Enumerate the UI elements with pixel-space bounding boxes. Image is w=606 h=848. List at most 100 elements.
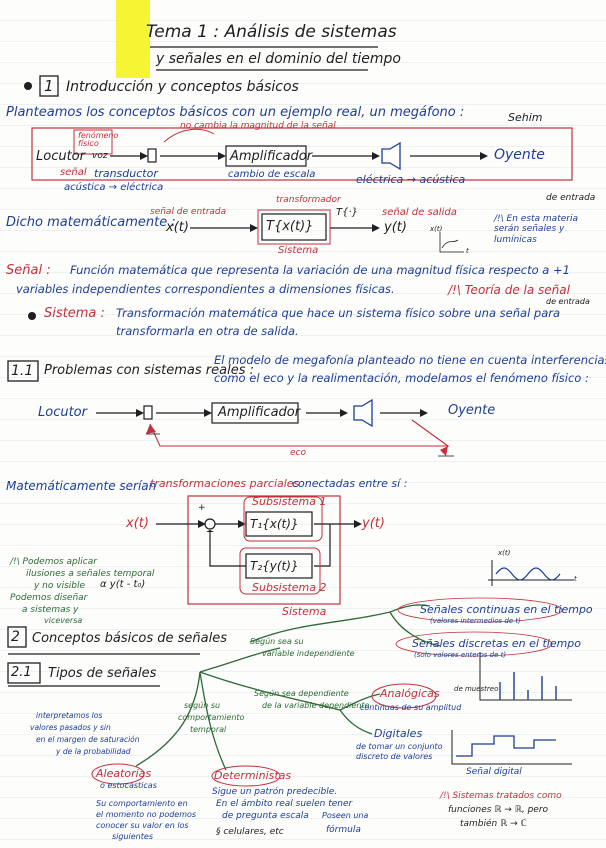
- parallel-y-t: y(t): [362, 517, 385, 530]
- senales-continuas: Señales continuas en el tiempo: [420, 604, 593, 615]
- det-desc-5: fórmula: [326, 826, 361, 835]
- electrica-acustica-label: eléctrica → acústica: [356, 174, 465, 185]
- section-2-number: 2: [11, 630, 20, 644]
- subsistema-1-label: Subsistema 1: [252, 496, 327, 507]
- oyente-label: Oyente: [494, 148, 545, 162]
- transductor-label: transductor: [94, 168, 158, 179]
- def-sistema-text-1: Transformación matemática que hace un si…: [116, 308, 560, 320]
- teoria-senal-note: /!\ Teoría de la señal: [448, 284, 570, 296]
- graph-t-label: t: [574, 576, 577, 583]
- left-note-3: en el margen de saturación: [36, 736, 140, 744]
- bullet-dot: [24, 82, 32, 90]
- y-t-output: y(t): [384, 221, 407, 234]
- section-2-1-number: 2.1: [11, 666, 32, 679]
- cambio-escala-label: cambio de escala: [228, 170, 315, 180]
- transform-box: T{x(t)}: [266, 220, 313, 233]
- margin-note-1: /!\ Podemos aplicar: [10, 558, 97, 567]
- graph-x-t-label: x(t): [498, 550, 510, 557]
- margin-note-7: viceversa: [44, 617, 82, 625]
- title-line-2: y señales en el dominio del tiempo: [156, 52, 401, 66]
- def-senal-text-1: Función matemática que representa la var…: [70, 265, 570, 277]
- voz-label: voz: [92, 152, 108, 161]
- margin-note-5: Podemos diseñar: [10, 594, 87, 603]
- section-2-heading: Conceptos básicos de señales: [32, 632, 227, 645]
- def-sistema-text-2: transformarla en otra de salida.: [116, 326, 299, 338]
- x-t-input: x(t): [166, 221, 189, 234]
- nota-final-3: también ℝ → ℂ: [460, 820, 527, 829]
- fenomeno-fisico-label: fenómeno físico: [78, 132, 110, 148]
- margin-note-2: ilusiones a señales temporal: [26, 570, 154, 579]
- diagram-locutor: Locutor: [36, 150, 85, 163]
- diagram2-amplificador: Amplificador: [218, 406, 300, 419]
- eco-label: eco: [290, 449, 306, 458]
- diagram2-oyente: Oyente: [448, 404, 495, 417]
- segun-dependiente-2: de la variable dependiente: [262, 702, 369, 710]
- nota-final-1: /!\ Sistemas tratados como: [440, 792, 562, 801]
- segun-variable-1: Según sea su: [250, 638, 304, 646]
- sistema-label: Sistema: [278, 246, 318, 256]
- section-1-heading: Introducción y conceptos básicos: [66, 80, 299, 94]
- t1-block: T₁{x(t)}: [250, 518, 299, 530]
- no-cambia-magnitud-note: no cambia la magnitud de la señal: [180, 122, 336, 131]
- de-muestreo-label: de muestreo: [454, 686, 498, 693]
- t-operator: T{·}: [336, 208, 358, 218]
- senal-de-salida-label: señal de salida: [382, 208, 457, 218]
- segun-dependiente-1: Según sea dependiente: [254, 690, 349, 698]
- segun-variable-2: variable independiente: [262, 650, 355, 658]
- section-1-1-number: 1.1: [11, 364, 33, 378]
- margin-note-4: α y(t - t₀): [100, 580, 145, 590]
- det-desc-2: En el ámbito real suelen tener: [216, 800, 352, 809]
- acustica-electrica-label: acústica → eléctrica: [64, 183, 163, 193]
- senal-label: señal: [60, 168, 87, 178]
- comportamiento-label: comportamiento: [178, 714, 244, 722]
- def-senal-text-2: variables independientes correspondiente…: [16, 284, 395, 296]
- det-desc-6: § celulares, etc: [216, 828, 284, 837]
- parallel-sistema-label: Sistema: [282, 606, 326, 617]
- materia-note: /!\ En esta materia serán señales y lumí…: [494, 214, 594, 245]
- senales-discretas: Señales discretas en el tiempo: [412, 638, 581, 649]
- title-line-1: Tema 1 : Análisis de sistemas: [146, 24, 397, 41]
- deterministas-label: Deterministas: [214, 770, 291, 781]
- det-desc-3: de pregunta escala: [222, 812, 309, 821]
- subsistema-2-label: Subsistema 2: [252, 582, 327, 593]
- aleatorias-desc-3: conocer su valor en los: [96, 822, 189, 830]
- de-entrada-note: de entrada: [546, 194, 595, 203]
- senal-digital-label: Señal digital: [466, 768, 522, 777]
- digitales-sub: de tomar un conjunto discreto de valores: [356, 742, 446, 761]
- left-note-1: interpretamos los: [36, 712, 102, 720]
- nota-final-2: funciones ℝ → ℝ, pero: [448, 806, 548, 815]
- left-note-4: y de la probabilidad: [56, 748, 131, 756]
- digitales-label: Digitales: [374, 728, 422, 739]
- transformaciones-parciales: transformaciones parciales: [150, 478, 299, 489]
- senales-discretas-sub: (solo valores enteros de t): [414, 652, 506, 659]
- def-senal-label: Señal :: [6, 264, 51, 277]
- def-sistema-label: Sistema :: [44, 307, 105, 320]
- aleatorias-sub: o estocásticas: [100, 782, 157, 790]
- intro-sentence: Planteamos los conceptos básicos con un …: [6, 106, 464, 119]
- aleatorias-desc-2: el momento no podemos: [96, 811, 196, 819]
- de-entrada-superscript: de entrada: [546, 298, 590, 306]
- amplificador-label: Amplificador: [230, 150, 312, 163]
- section-2-1-heading: Tipos de señales: [48, 667, 156, 680]
- highlighter-tape: [116, 0, 150, 78]
- conectadas-entre-si: conectadas entre sí :: [292, 478, 407, 489]
- transformador-label: transformador: [276, 196, 341, 205]
- aleatorias-desc-1: Su comportamiento en: [96, 800, 188, 808]
- bullet-dot: [28, 312, 36, 320]
- analogicas-label: Analógicas: [380, 688, 440, 699]
- x-t-axis-label: x(t): [430, 226, 442, 233]
- matematicamente-serian: Matemáticamente serían: [6, 480, 156, 492]
- aleatorias-label: Aleatorias: [96, 768, 151, 779]
- senales-continuas-sub: (valores intermedios de t): [430, 618, 521, 625]
- det-desc-4: Poseen una: [322, 812, 368, 820]
- plus-sign: +: [198, 504, 206, 513]
- t2-block: T₂{y(t)}: [250, 560, 299, 572]
- margin-note-3: y no visible: [34, 582, 85, 591]
- dicho-matematicamente: Dicho matemáticamente :: [6, 216, 176, 229]
- section-1-number: 1: [44, 79, 54, 94]
- section-1-1-text-2: como el eco y la realimentación, modelam…: [214, 373, 589, 385]
- diagram2-locutor: Locutor: [38, 406, 87, 419]
- det-desc-1: Sigue un patrón predecible.: [212, 788, 337, 797]
- section-1-1-text-1: El modelo de megafonía planteado no tien…: [214, 355, 606, 367]
- senal-de-entrada-label: señal de entrada: [150, 208, 226, 217]
